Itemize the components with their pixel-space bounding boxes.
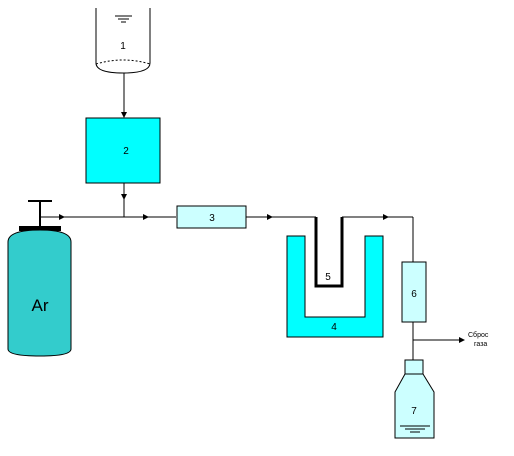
argon-valve — [28, 200, 176, 226]
exhaust-label-line1: Сброс — [468, 331, 489, 339]
argon-cylinder: Ar — [7, 226, 72, 357]
unit-6: 6 — [401, 261, 427, 323]
label-ar: Ar — [32, 296, 49, 315]
label-4: 4 — [331, 322, 337, 333]
bottle-7: 7 — [394, 359, 435, 439]
label-5: 5 — [325, 272, 331, 283]
label-7: 7 — [411, 406, 417, 417]
unit-2: 2 — [85, 117, 161, 184]
bath-4: 4 — [286, 235, 384, 338]
u-tube-5: 5 — [314, 217, 344, 288]
label-1: 1 — [120, 41, 126, 52]
unit-3: 3 — [176, 205, 247, 229]
reservoir-1: 1 — [95, 8, 151, 74]
label-3: 3 — [209, 213, 215, 224]
exhaust-label-line2: газа — [474, 341, 487, 348]
label-2: 2 — [123, 146, 129, 157]
label-6: 6 — [411, 289, 417, 300]
